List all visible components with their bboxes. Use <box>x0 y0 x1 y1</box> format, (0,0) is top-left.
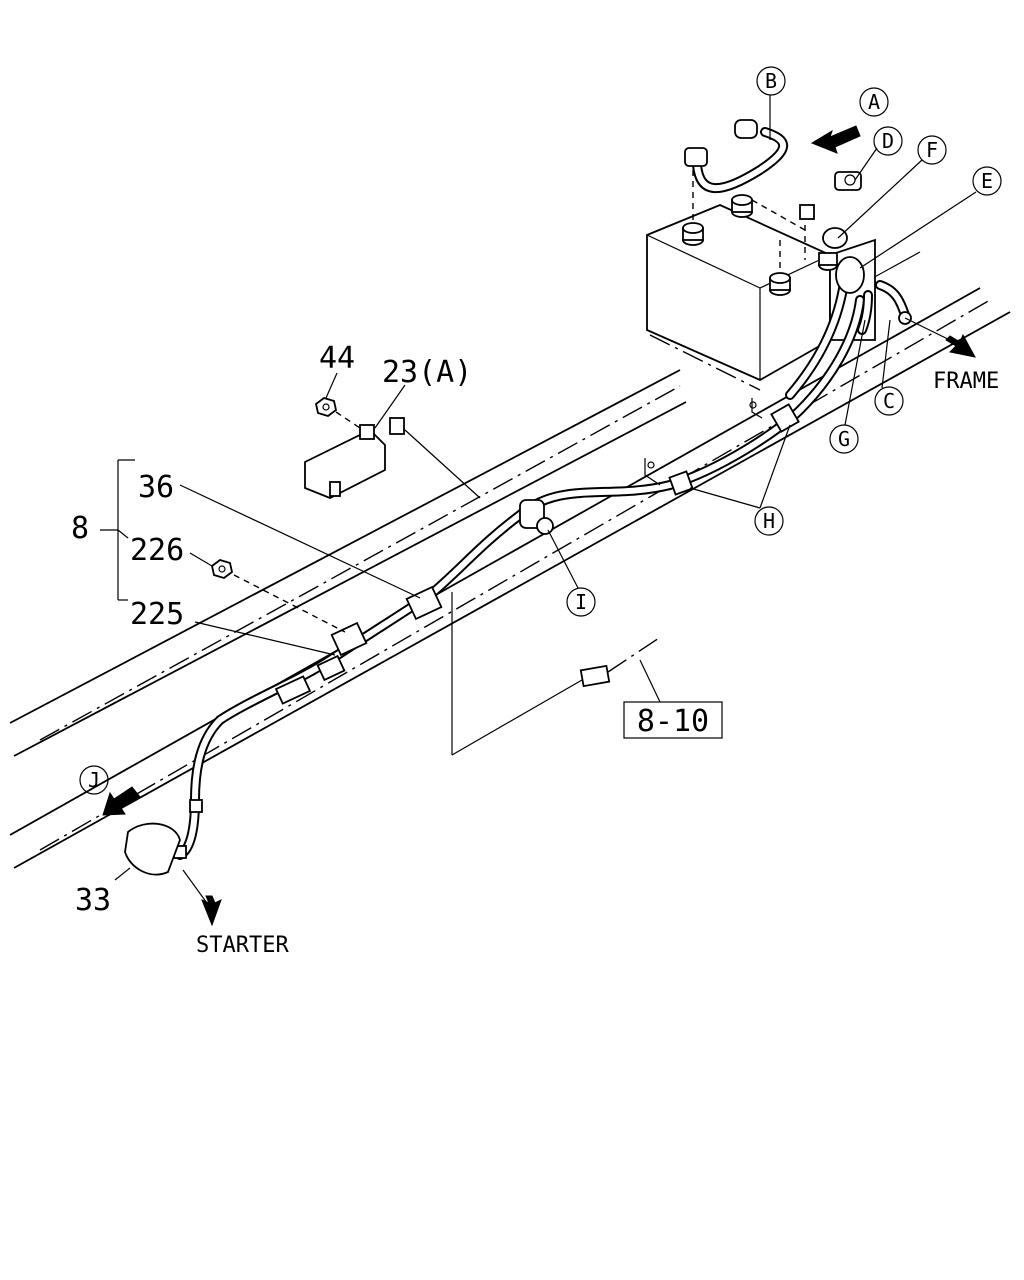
reference-box: 8-10 <box>623 659 723 739</box>
nut-44 <box>314 397 361 429</box>
svg-text:B: B <box>765 69 777 93</box>
svg-text:A: A <box>868 90 880 114</box>
callout-g: G <box>829 424 859 454</box>
grommet <box>835 256 865 294</box>
part-225-label: 225 <box>130 597 184 632</box>
svg-text:I: I <box>575 590 587 614</box>
jumper-cable <box>684 119 789 194</box>
svg-text:F: F <box>926 138 938 162</box>
reference-label: 8-10 <box>637 704 709 739</box>
callout-j: J <box>79 765 109 795</box>
arrow-j-icon <box>102 786 141 816</box>
part-33-label: 33 <box>75 883 111 918</box>
bracket-assembly <box>304 417 481 499</box>
callout-i: I <box>566 587 596 617</box>
svg-text:J: J <box>88 768 100 792</box>
main-battery-cable <box>124 227 910 876</box>
svg-text:H: H <box>763 509 775 533</box>
callout-d: D <box>873 126 903 156</box>
arrow-a-icon <box>810 125 861 154</box>
connector-ref <box>451 592 663 756</box>
callout-c: C <box>874 386 904 416</box>
battery-terminal <box>682 222 704 246</box>
arrow-frame-icon <box>945 333 976 358</box>
callout-a: A <box>859 87 889 117</box>
cable-clip <box>822 227 848 249</box>
terminal-d <box>799 171 862 220</box>
terminal-boot <box>124 822 181 876</box>
callout-h: H <box>754 506 784 536</box>
svg-text:D: D <box>882 129 894 153</box>
arrow-starter-icon <box>201 895 222 927</box>
svg-text:C: C <box>883 389 895 413</box>
callout-f: F <box>917 135 947 165</box>
part-36-label: 36 <box>138 470 174 505</box>
svg-text:E: E <box>981 169 993 193</box>
part-44-label: 44 <box>319 341 355 376</box>
battery-terminal <box>769 272 791 296</box>
leader-lines <box>100 95 977 911</box>
part-23-label: 23(A) <box>382 355 472 390</box>
part-8-label: 8 <box>71 511 89 546</box>
direction-arrows <box>102 125 976 927</box>
callout-e: E <box>972 166 1002 196</box>
battery-terminal <box>818 252 838 271</box>
callout-b: B <box>756 66 786 96</box>
battery-terminal <box>731 194 753 218</box>
frame-label: FRAME <box>933 369 999 394</box>
starter-label: STARTER <box>196 933 289 958</box>
part-226-label: 226 <box>130 533 184 568</box>
nut-226 <box>210 559 346 633</box>
svg-text:G: G <box>838 427 850 451</box>
